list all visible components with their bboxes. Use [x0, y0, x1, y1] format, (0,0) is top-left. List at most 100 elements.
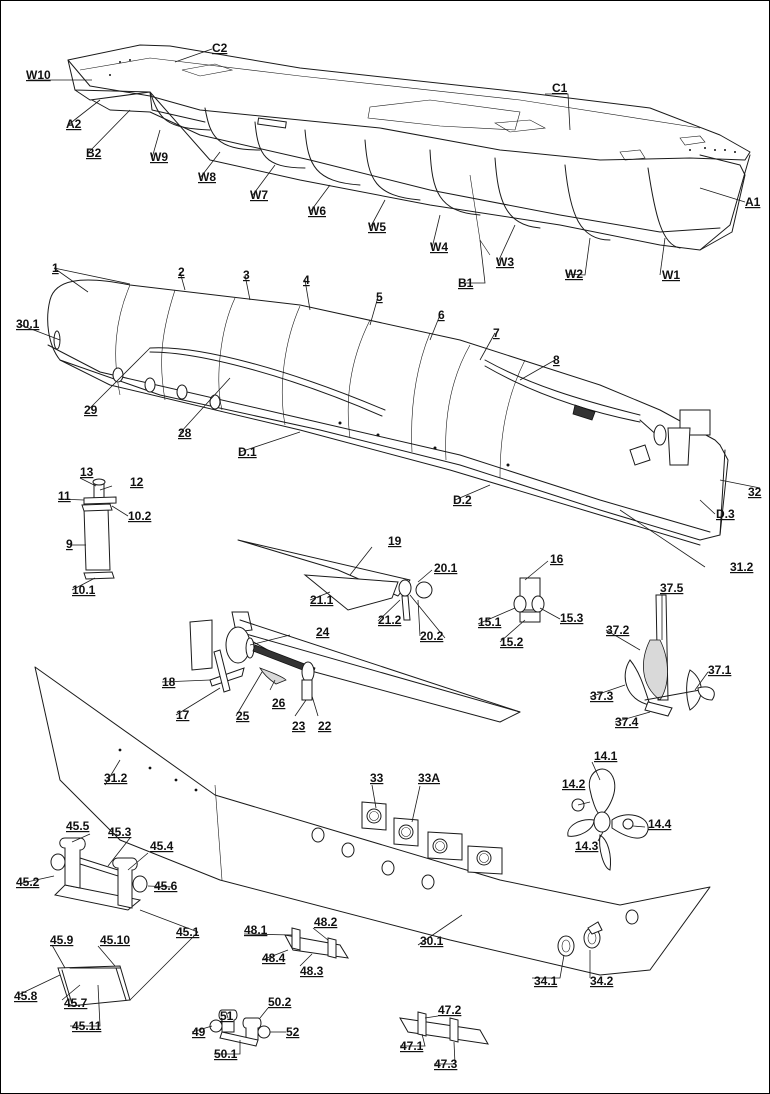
bollard-parts-49-52: [209, 1009, 271, 1047]
propeller-parts: [567, 768, 649, 871]
label-37-4: 37.4: [615, 715, 639, 729]
label-10-1: 10.1: [72, 583, 96, 597]
label-14-2: 14.2: [562, 777, 586, 791]
label-33: 33: [370, 771, 384, 785]
label-7: 7: [493, 326, 500, 340]
label-45-6: 45.6: [154, 879, 178, 893]
label-W3: W3: [496, 255, 514, 269]
label-W5: W5: [368, 220, 386, 234]
label-37-1: 37.1: [708, 663, 732, 677]
label-52: 52: [286, 1025, 300, 1039]
label-48-3: 48.3: [300, 964, 324, 978]
label-W10: W10: [26, 68, 51, 82]
fairlead-parts-48: [284, 927, 349, 959]
label-34-1: 34.1: [534, 974, 558, 988]
label-45-10: 45.10: [100, 933, 130, 947]
label-45-2: 45.2: [16, 875, 40, 889]
label-C1: C1: [552, 81, 568, 95]
label-B2: B2: [86, 146, 102, 160]
label-22: 22: [318, 719, 332, 733]
label-37-5: 37.5: [660, 581, 684, 595]
label-W7: W7: [250, 188, 268, 202]
label-28: 28: [178, 426, 192, 440]
label-30-1-bottom: 30.1: [420, 934, 444, 948]
label-48-1: 48.1: [244, 923, 268, 937]
label-18: 18: [162, 675, 176, 689]
label-45-9: 45.9: [50, 933, 74, 947]
label-49: 49: [192, 1025, 206, 1039]
label-13: 13: [80, 465, 94, 479]
label-31-2-bottom: 31.2: [104, 771, 128, 785]
label-21-1: 21.1: [310, 593, 334, 607]
label-14-3: 14.3: [575, 839, 599, 853]
porthole-parts: [361, 801, 503, 875]
label-45-11: 45.11: [72, 1019, 102, 1033]
label-16: 16: [550, 552, 564, 566]
hawse-parts: [557, 921, 603, 957]
label-33A: 33A: [418, 771, 440, 785]
label-19: 19: [388, 534, 402, 548]
label-3: 3: [243, 268, 250, 282]
label-48-4: 48.4: [262, 951, 286, 965]
label-8: 8: [553, 353, 560, 367]
fairlead-parts-47: [399, 1011, 489, 1045]
label-26: 26: [272, 696, 286, 710]
label-31-2-top: 31.2: [730, 560, 754, 574]
hull-plating-assembly: [47, 279, 729, 546]
label-29: 29: [84, 403, 98, 417]
label-D3: D.3: [716, 507, 735, 521]
label-30-1: 30.1: [16, 317, 40, 331]
label-37-3: 37.3: [590, 689, 614, 703]
label-23: 23: [292, 719, 306, 733]
label-45-7: 45.7: [64, 996, 88, 1010]
shaft-skeg-parts: [237, 539, 433, 621]
label-4: 4: [303, 273, 310, 287]
label-50-2: 50.2: [268, 995, 292, 1009]
label-20-1: 20.1: [434, 561, 458, 575]
label-34-2: 34.2: [590, 974, 614, 988]
label-W4: W4: [430, 240, 448, 254]
bitt-parts-15-16: [513, 577, 545, 623]
anchor-parts: [624, 594, 715, 717]
label-5: 5: [376, 290, 383, 304]
label-15-2: 15.2: [500, 635, 524, 649]
label-W6: W6: [308, 204, 326, 218]
label-24: 24: [316, 625, 330, 639]
label-B1: B1: [458, 276, 474, 290]
label-W1: W1: [662, 268, 680, 282]
label-47-3: 47.3: [434, 1057, 458, 1071]
hull-frame-assembly: [67, 44, 751, 256]
label-W8: W8: [198, 170, 216, 184]
label-14-4: 14.4: [648, 817, 672, 831]
label-A1: A1: [745, 195, 761, 209]
label-45-5: 45.5: [66, 819, 90, 833]
hull-side-plate: [34, 666, 711, 976]
label-11: 11: [58, 489, 71, 503]
label-45-8: 45.8: [14, 989, 38, 1003]
leader-lines: [17, 48, 761, 1065]
label-W9: W9: [150, 150, 168, 164]
label-51: 51: [220, 1009, 234, 1023]
label-10-2: 10.2: [128, 509, 152, 523]
label-17: 17: [176, 708, 190, 722]
label-45-1: 45.1: [176, 925, 200, 939]
label-6: 6: [438, 308, 445, 322]
label-9: 9: [66, 537, 73, 551]
label-47-2: 47.2: [438, 1003, 462, 1017]
label-2: 2: [178, 265, 185, 279]
label-D1: D.1: [238, 445, 257, 459]
label-50-1: 50.1: [214, 1047, 238, 1061]
part-labels: C2 C1 W10 A2 B2 W9 W8 W7 W6 W5 W4 B1 W3 …: [14, 41, 762, 1071]
label-25: 25: [236, 709, 250, 723]
bollard-parts-45: [50, 837, 148, 1007]
label-47-1: 47.1: [400, 1039, 424, 1053]
label-12: 12: [130, 475, 144, 489]
label-1: 1: [52, 261, 59, 275]
label-48-2: 48.2: [314, 915, 338, 929]
label-15-1: 15.1: [478, 615, 502, 629]
label-37-2: 37.2: [606, 623, 630, 637]
label-20-2: 20.2: [420, 629, 444, 643]
label-45-3: 45.3: [108, 825, 132, 839]
